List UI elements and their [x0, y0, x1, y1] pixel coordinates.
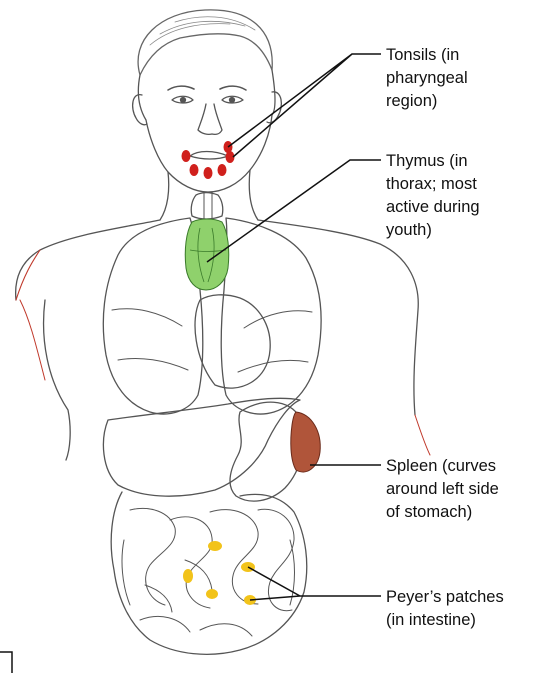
peyer-patch	[206, 589, 218, 599]
spleen-label-line: of stomach)	[386, 503, 472, 521]
tonsil-dot	[204, 167, 213, 179]
tonsils-label: Tonsils (in pharyngeal region)	[386, 46, 472, 110]
right-lung	[221, 218, 321, 414]
tonsil-dot	[182, 150, 191, 162]
peyers-label-line: Peyer’s patches	[386, 588, 504, 606]
mouth	[190, 152, 228, 160]
thymus-label-line: Thymus (in	[386, 152, 468, 170]
tonsils	[182, 141, 235, 179]
tonsil-dot	[218, 164, 227, 176]
thymus-label-line: youth)	[386, 221, 432, 239]
spleen-label: Spleen (curves around left side of stoma…	[386, 457, 503, 521]
spleen	[291, 412, 320, 472]
peyer-patch	[208, 541, 222, 551]
tonsils-label-line: region)	[386, 92, 437, 110]
thymus	[185, 219, 229, 290]
intestine-outline	[111, 492, 307, 654]
spleen-label-line: Spleen (curves	[386, 457, 496, 475]
hair	[138, 10, 272, 75]
thymus-label-line: active during	[386, 198, 480, 216]
leader-thymus	[207, 160, 381, 262]
leader-lines	[207, 54, 381, 600]
thymus-label: Thymus (in thorax; most active during yo…	[386, 152, 484, 239]
corner-mark	[0, 652, 12, 673]
peyers-label: Peyer’s patches (in intestine)	[386, 588, 508, 629]
tonsils-label-line: pharyngeal	[386, 69, 468, 87]
body-figure	[16, 10, 430, 654]
tonsils-label-line: Tonsils (in	[386, 46, 459, 64]
leader-tonsils	[228, 54, 381, 157]
nose	[198, 104, 222, 134]
larynx	[191, 193, 223, 219]
heart	[195, 295, 270, 388]
leader-peyers	[248, 567, 381, 600]
thymus-label-line: thorax; most	[386, 175, 477, 193]
peyer-patch	[183, 569, 193, 583]
left-ear	[133, 95, 147, 125]
tonsil-dot	[190, 164, 199, 176]
spleen-label-line: around left side	[386, 480, 499, 498]
peyers-patches	[183, 541, 256, 605]
peyers-label-line: (in intestine)	[386, 611, 476, 629]
